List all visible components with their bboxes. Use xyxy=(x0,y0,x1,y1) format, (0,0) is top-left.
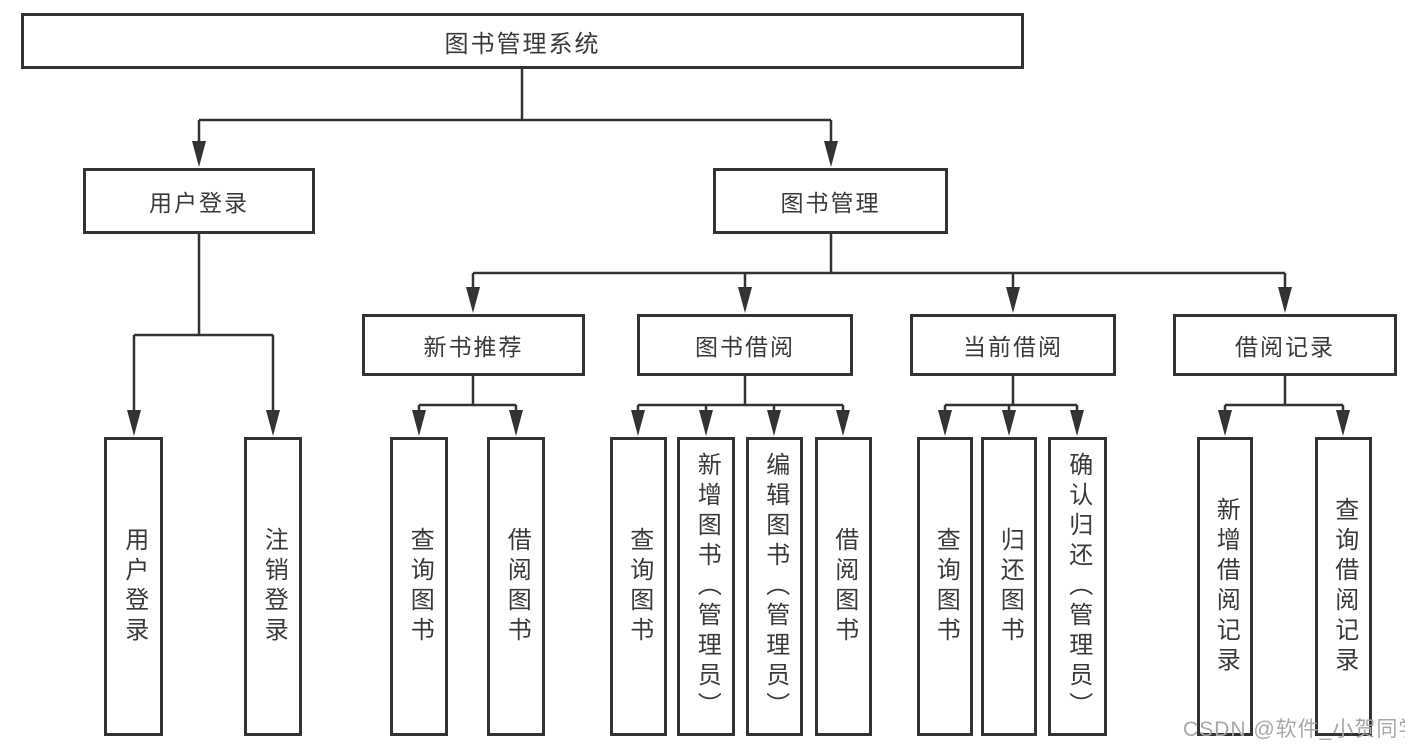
node-user-login: 用户登录 xyxy=(83,168,315,234)
connector-currentborrow-to-leaves xyxy=(943,376,1079,413)
leaf-label: 查询图书 xyxy=(625,526,653,647)
arrow-icon xyxy=(1336,410,1350,436)
node-book-management: 图书管理 xyxy=(713,168,948,234)
leaf-label: 查询借阅记录 xyxy=(1330,496,1358,677)
arrow-icon xyxy=(738,287,752,313)
node-book-borrow: 图书借阅 xyxy=(637,314,853,376)
arrow-icon xyxy=(466,287,480,313)
arrow-icon xyxy=(266,410,280,436)
leaf-label: 编辑图书（管理员） xyxy=(761,451,789,722)
leaf-edit-book-admin: 编辑图书（管理员） xyxy=(746,437,803,736)
arrow-icon xyxy=(1070,410,1084,436)
connector-root-to-level2 xyxy=(197,68,833,144)
watermark-text: CSDN @软件_小贺同学 xyxy=(1183,718,1405,741)
arrow-icon xyxy=(1002,410,1016,436)
leaf-label: 注销登录 xyxy=(260,526,288,647)
connector-bookborrow-to-leaves xyxy=(636,376,845,413)
arrow-icon xyxy=(938,410,952,436)
leaf-user-login: 用户登录 xyxy=(104,437,163,736)
arrow-icon xyxy=(836,410,850,436)
leaf-label: 新增借阅记录 xyxy=(1212,496,1240,677)
leaf-label: 借阅图书 xyxy=(830,526,858,647)
arrow-icon xyxy=(127,410,141,436)
arrow-icon xyxy=(412,410,426,436)
arrow-icon xyxy=(699,410,713,436)
leaf-borrow-books: 借阅图书 xyxy=(815,437,872,736)
arrow-icon xyxy=(631,410,645,436)
leaf-label: 新增图书（管理员） xyxy=(693,451,721,722)
leaf-confirm-return-admin: 确认归还（管理员） xyxy=(1048,437,1107,736)
leaf-label: 用户登录 xyxy=(120,526,148,647)
leaf-return-book: 归还图书 xyxy=(981,437,1037,736)
leaf-query-books-current: 查询图书 xyxy=(917,437,973,736)
leaf-query-books-borrow: 查询图书 xyxy=(610,437,667,736)
connector-borrowrecords-to-leaves xyxy=(1223,376,1345,413)
arrow-icon xyxy=(509,410,523,436)
arrow-icon xyxy=(767,410,781,436)
arrow-icon xyxy=(1006,287,1020,313)
leaf-label: 借阅图书 xyxy=(503,526,531,647)
arrowheads xyxy=(127,141,1350,436)
connector-bookmgmt-to-level3 xyxy=(471,234,1287,290)
leaf-label: 查询图书 xyxy=(932,526,960,647)
leaf-label: 确认归还（管理员） xyxy=(1064,451,1092,722)
arrow-icon xyxy=(192,141,206,167)
leaf-query-books-recommend: 查询图书 xyxy=(390,437,448,736)
leaf-label: 归还图书 xyxy=(996,526,1024,647)
connector-userlogin-to-leaves xyxy=(132,234,275,413)
connector-newbook-to-leaves xyxy=(417,376,518,413)
leaf-label: 查询图书 xyxy=(406,526,434,647)
node-current-borrow: 当前借阅 xyxy=(910,314,1116,376)
arrow-icon xyxy=(1218,410,1232,436)
node-system-root: 图书管理系统 xyxy=(21,13,1024,69)
arrow-icon xyxy=(824,141,838,167)
leaf-add-book-admin: 新增图书（管理员） xyxy=(677,437,735,736)
leaf-logout: 注销登录 xyxy=(244,437,302,736)
node-borrow-records: 借阅记录 xyxy=(1173,314,1397,376)
node-new-book-recommend: 新书推荐 xyxy=(362,314,585,376)
leaf-query-borrow-record: 查询借阅记录 xyxy=(1315,437,1372,736)
leaf-add-borrow-record: 新增借阅记录 xyxy=(1197,437,1253,736)
arrow-icon xyxy=(1278,287,1292,313)
leaf-borrow-books-recommend: 借阅图书 xyxy=(487,437,545,736)
